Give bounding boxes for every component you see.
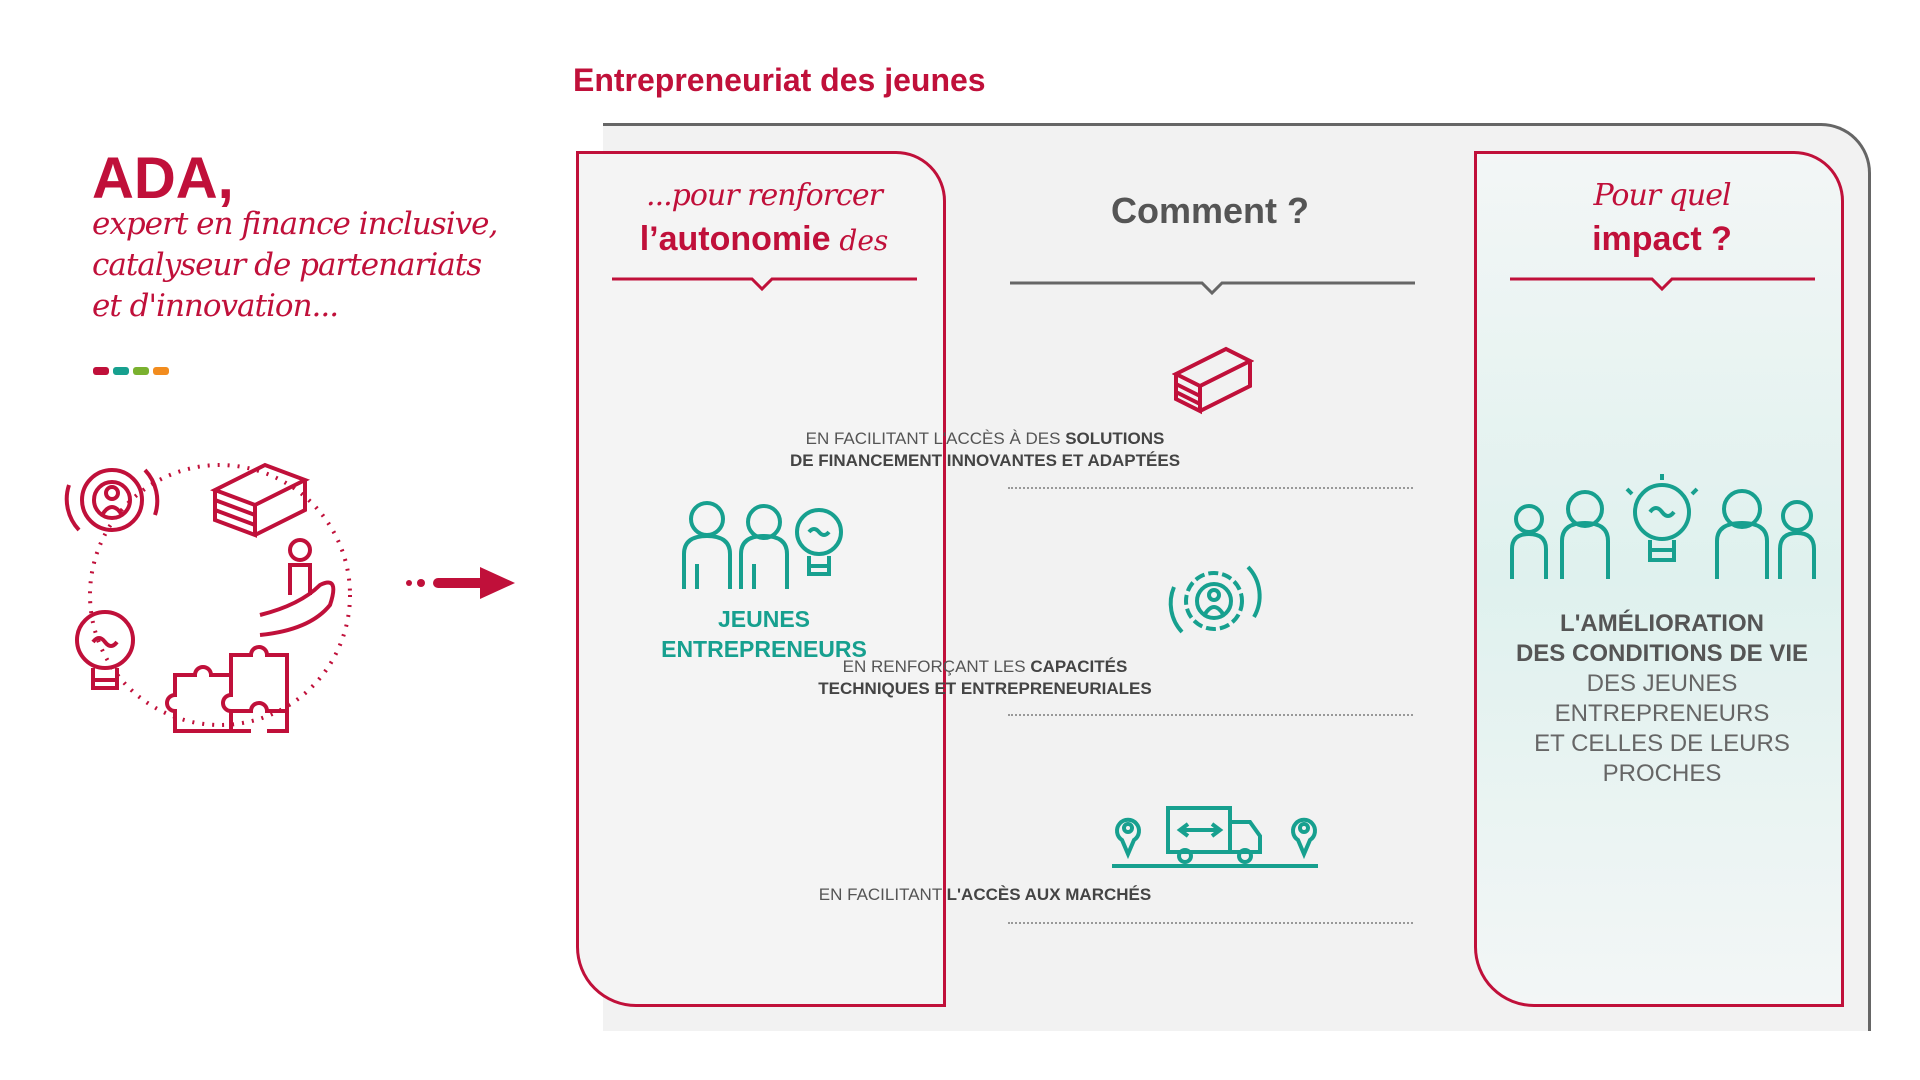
impact-bold-line: L'AMÉLIORATION [1560,610,1764,637]
item-text: EN FACILITANT L'ACCÈS À DES [805,429,1066,448]
section-title: Entrepreneuriat des jeunes [573,62,986,98]
right-header-line1: Pour quel [1593,178,1731,213]
cycle-dotted-circle [88,463,352,727]
delivery-truck-icon [1112,806,1318,868]
money-stack-icon [1172,346,1254,415]
right-panel: Pour quel impact ? L'AMÉLIORATION DES CO… [1474,151,1844,1007]
color-dot [93,367,109,375]
community-impact-icon [1510,474,1816,579]
item-bold: L'ACCÈS AUX MARCHÉS [946,885,1152,904]
ada-title: ADA, [92,146,234,211]
item-text: EN RENFORÇANT LES [842,657,1031,676]
ada-cycle-illustration [64,462,352,733]
lightbulb-icon [75,610,135,690]
puzzle-icon [165,645,289,733]
dotted-divider [1008,487,1413,489]
middle-header: Comment ? [1111,190,1309,231]
color-dot [133,367,149,375]
intro-line: catalyseur de partenariats [92,247,482,283]
color-dot [113,367,129,375]
item-bold: CAPACITÉS [1030,657,1128,676]
item-text: EN FACILITANT [818,885,947,904]
header-divider [612,277,917,292]
left-header-bold: l’autonomie [639,220,831,258]
hand-person-icon [259,538,336,637]
right-header-bold: impact ? [1592,220,1732,258]
left-header-line2: l’autonomie des [579,220,949,259]
header-divider [1510,277,1815,292]
impact-line: PROCHES [1602,760,1722,787]
middle-item-markets: EN FACILITANT L'ACCÈS AUX MARCHÉS [755,884,1215,906]
middle-item-financing: EN FACILITANT L'ACCÈS À DES SOLUTIONS DE … [755,428,1215,472]
impact-line: DES JEUNES [1586,670,1738,697]
arrow-right-icon [406,567,515,599]
item-bold: SOLUTIONS [1065,429,1165,448]
gear-person-icon [1168,565,1262,634]
middle-item-capacities: EN RENFORÇANT LES CAPACITÉS TECHNIQUES ET… [755,656,1215,700]
header-divider [1010,281,1415,296]
left-label-line1: JEUNES [717,606,811,632]
left-panel: ...pour renforcer l’autonomie des JEUNES… [576,151,946,1007]
item-line2: DE FINANCEMENT INNOVANTES ET ADAPTÉES [789,451,1181,470]
intro-line: et d'innovation... [92,288,339,324]
item-line2: TECHNIQUES ET ENTREPRENEURIALES [818,679,1152,698]
intro-line: expert en finance inclusive, [92,206,498,242]
color-dot [153,367,169,375]
left-header-line1: ...pour renforcer [646,178,883,213]
money-stack-icon [210,462,310,538]
dotted-divider [1008,714,1413,716]
impact-bold-line: DES CONDITIONS DE VIE [1515,640,1809,667]
impact-line: ET CELLES DE LEURS [1534,730,1790,757]
left-label-line2: ENTREPRENEURS [661,636,867,662]
gear-person-icon [64,468,160,532]
impact-line: ENTREPRENEURS [1554,700,1770,727]
young-entrepreneurs-icon [682,501,843,589]
dotted-divider [1008,922,1413,924]
left-header-tail: des [830,224,889,257]
